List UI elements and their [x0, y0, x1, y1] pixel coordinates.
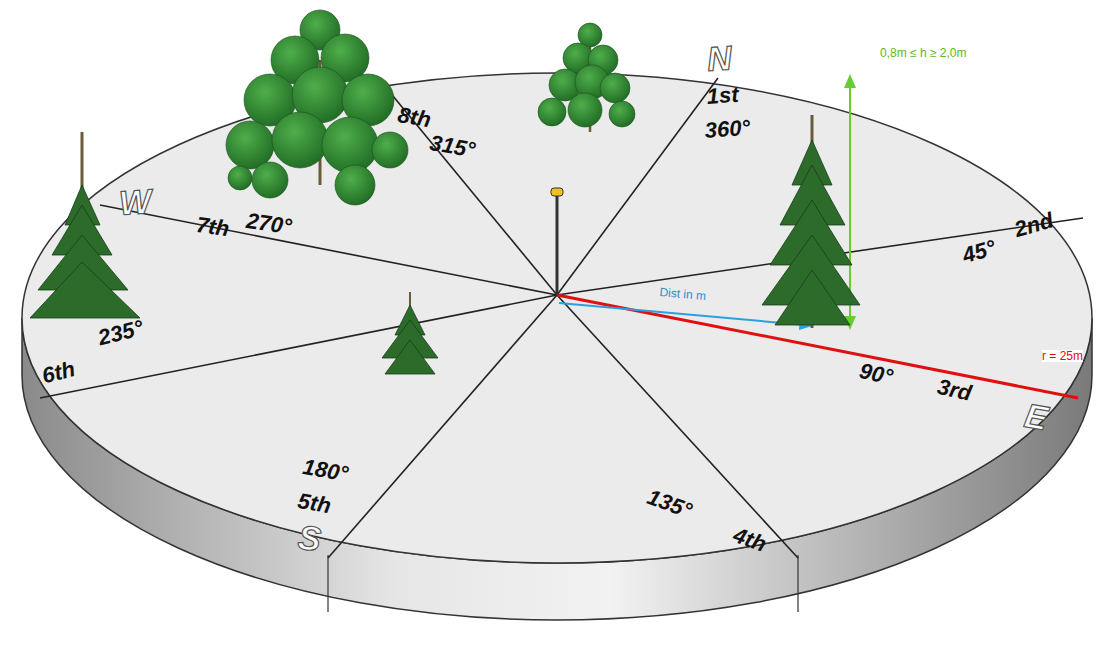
compass-letter: W — [118, 184, 152, 220]
bearing-label: 360° — [704, 117, 751, 142]
sector-number: 5th — [296, 490, 332, 517]
sector-number: 7th — [195, 214, 231, 240]
radius-label: r = 25m — [1042, 350, 1083, 362]
sector-number: 1st — [706, 84, 739, 108]
compass-letter: N — [706, 40, 733, 76]
distance-label: Dist in m — [659, 286, 707, 302]
bearing-label: 270° — [245, 210, 293, 238]
sector-number: 8th — [396, 104, 432, 131]
compass-letter: S — [296, 520, 322, 556]
height-range-label: 0,8m ≤ h ≥ 2,0m — [880, 47, 967, 59]
